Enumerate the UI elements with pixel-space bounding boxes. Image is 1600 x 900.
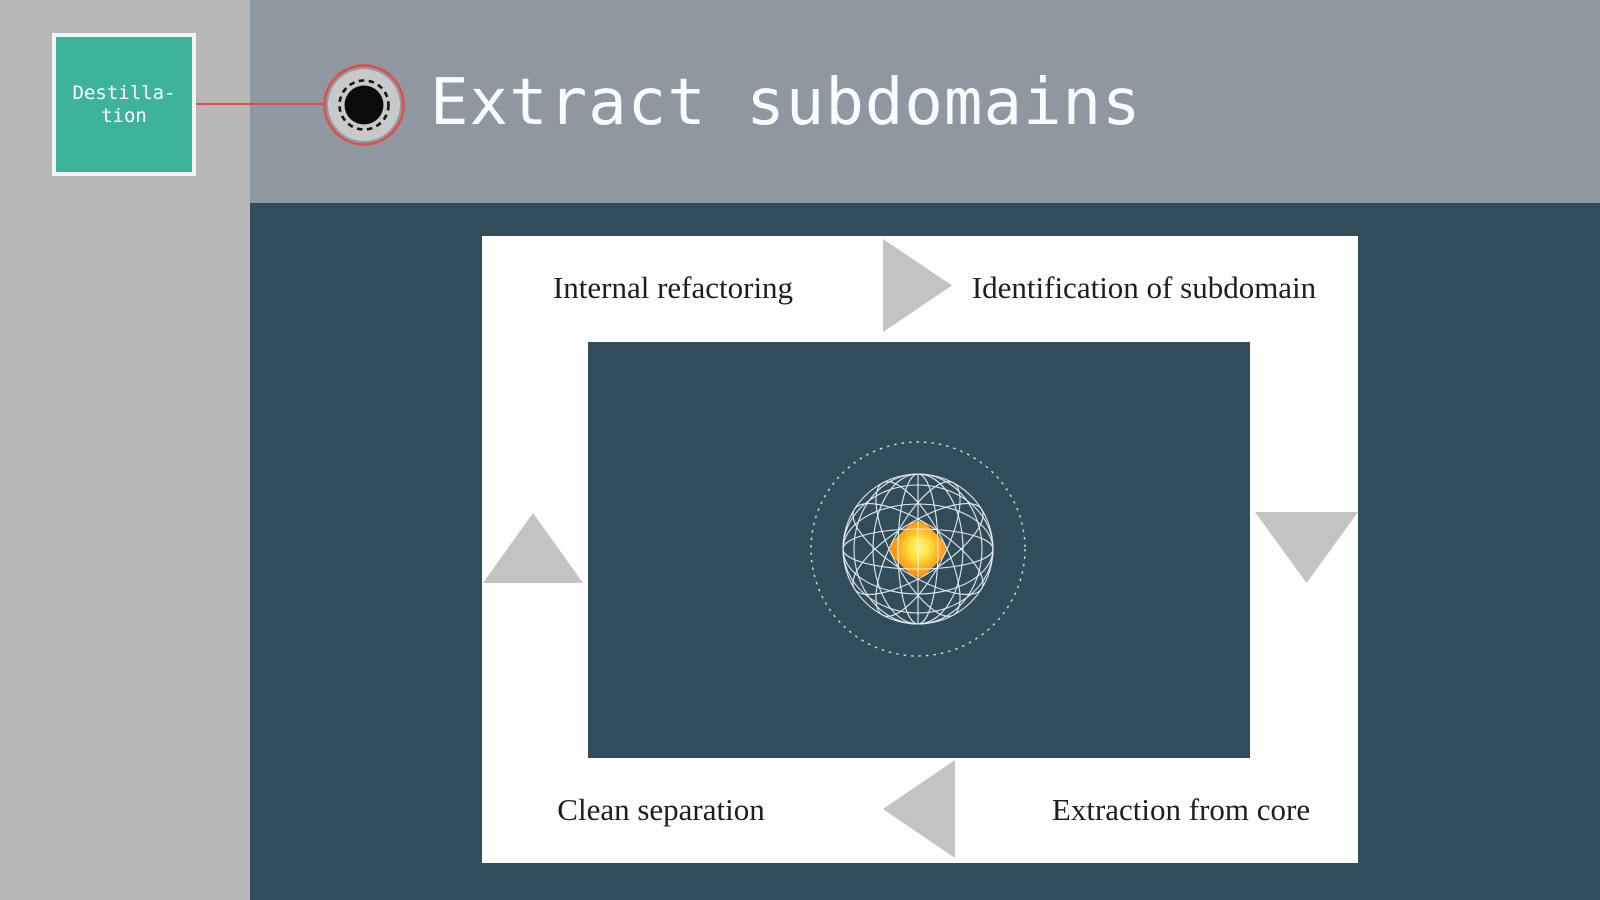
step-label-clean-separation: Clean separation — [557, 792, 765, 827]
dotted-orbit-ring — [810, 441, 1026, 657]
callout-line-1: Destilla- — [72, 81, 176, 104]
step-label-extraction-from-core: Extraction from core — [1051, 792, 1311, 827]
arrow-right-icon — [883, 239, 952, 332]
arrow-down-icon — [1255, 512, 1358, 583]
sphere-wireframe-lines — [842, 473, 994, 625]
arrow-left-icon — [883, 760, 955, 858]
arrow-up-icon — [483, 513, 583, 583]
callout-line-2: tion — [101, 104, 147, 127]
connector-line — [196, 103, 325, 105]
slide-title: Extract subdomains — [430, 66, 1142, 140]
wireframe-sphere-icon — [810, 441, 1026, 657]
marker-dashed-ring — [338, 79, 390, 131]
target-marker-icon — [323, 64, 405, 146]
header-band — [250, 0, 1600, 203]
callout-node-destillation[interactable]: Destilla- tion — [52, 33, 196, 176]
step-label-identification-of-subdomain: Identification of subdomain — [971, 270, 1317, 305]
step-label-internal-refactoring: Internal refactoring — [552, 270, 794, 305]
marker-core-dot — [344, 85, 384, 125]
marker-red-ring — [323, 64, 405, 146]
